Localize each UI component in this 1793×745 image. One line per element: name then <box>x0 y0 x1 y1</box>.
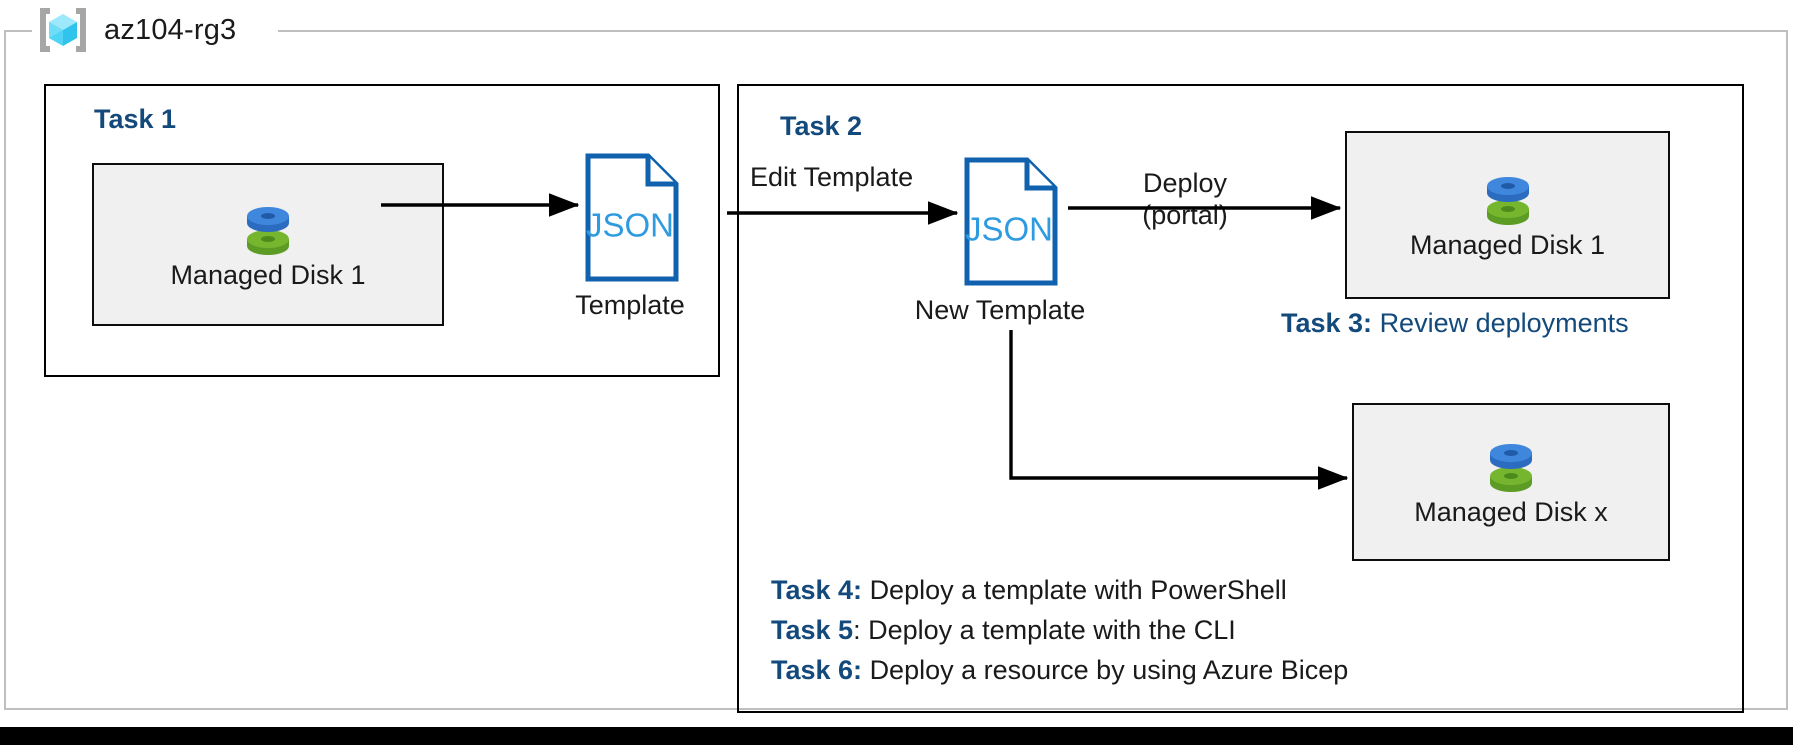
task-6-text: Deploy a resource by using Azure Bicep <box>869 655 1349 685</box>
task-4-note: Task 4: Deploy a template with PowerShel… <box>771 577 1287 604</box>
managed-disk-icon <box>241 199 295 261</box>
managed-disk-icon <box>1481 169 1535 231</box>
task-5-key-suffix: : <box>853 615 861 645</box>
svg-text:JSON: JSON <box>965 211 1053 248</box>
task-5-note: Task 5: Deploy a template with the CLI <box>771 617 1236 644</box>
deploy-arrow-label: Deploy (portal) <box>1100 168 1270 232</box>
task-2-container <box>737 84 1744 713</box>
task-3-key: Task 3: <box>1281 308 1373 338</box>
azure-resource-group-icon <box>36 5 90 55</box>
rg-frame-top-left-segment <box>4 30 32 32</box>
task-5-text: Deploy a template with the CLI <box>868 615 1236 645</box>
resource-tile-label: Managed Disk 1 <box>1409 230 1606 261</box>
task-4-text: Deploy a template with PowerShell <box>869 575 1287 605</box>
task-5-key: Task 5 <box>771 615 854 645</box>
task-1-heading: Task 1 <box>94 104 177 134</box>
resource-group-header: az104-rg3 <box>36 2 236 58</box>
task-3-note: Task 3: Review deployments <box>1281 310 1629 337</box>
edit-template-arrow-label: Edit Template <box>750 162 914 192</box>
new-template-caption: New Template <box>914 295 1086 325</box>
resource-tile-label: Managed Disk x <box>1414 497 1608 528</box>
template-caption: Template <box>575 290 685 320</box>
task-1-container <box>44 84 720 377</box>
task-2-heading: Task 2 <box>780 111 863 141</box>
resource-tile-label: Managed Disk 1 <box>170 259 366 290</box>
resource-group-frame <box>4 30 1788 710</box>
resource-tile-deployed-managed-disk-x: Managed Disk x <box>1352 403 1670 561</box>
json-template-document-2: JSON <box>963 156 1059 287</box>
task-6-note: Task 6: Deploy a resource by using Azure… <box>771 657 1348 684</box>
task-3-text: Review deployments <box>1379 308 1629 338</box>
resource-group-name: az104-rg3 <box>104 13 237 46</box>
managed-disk-icon <box>1484 436 1538 498</box>
svg-text:JSON: JSON <box>586 207 674 244</box>
deploy-arrow-label-line-2: (portal) <box>1142 199 1228 230</box>
resource-tile-deployed-managed-disk-1: Managed Disk 1 <box>1345 131 1670 299</box>
rg-frame-top-right-segment <box>278 30 1788 32</box>
task-6-key: Task 6: <box>771 655 863 685</box>
json-template-document-1: JSON <box>584 152 680 283</box>
bottom-chrome-bar <box>0 727 1793 745</box>
task-4-key: Task 4: <box>771 575 863 605</box>
resource-tile-managed-disk-1: Managed Disk 1 <box>92 163 444 326</box>
deploy-arrow-label-line-1: Deploy <box>1142 168 1228 198</box>
